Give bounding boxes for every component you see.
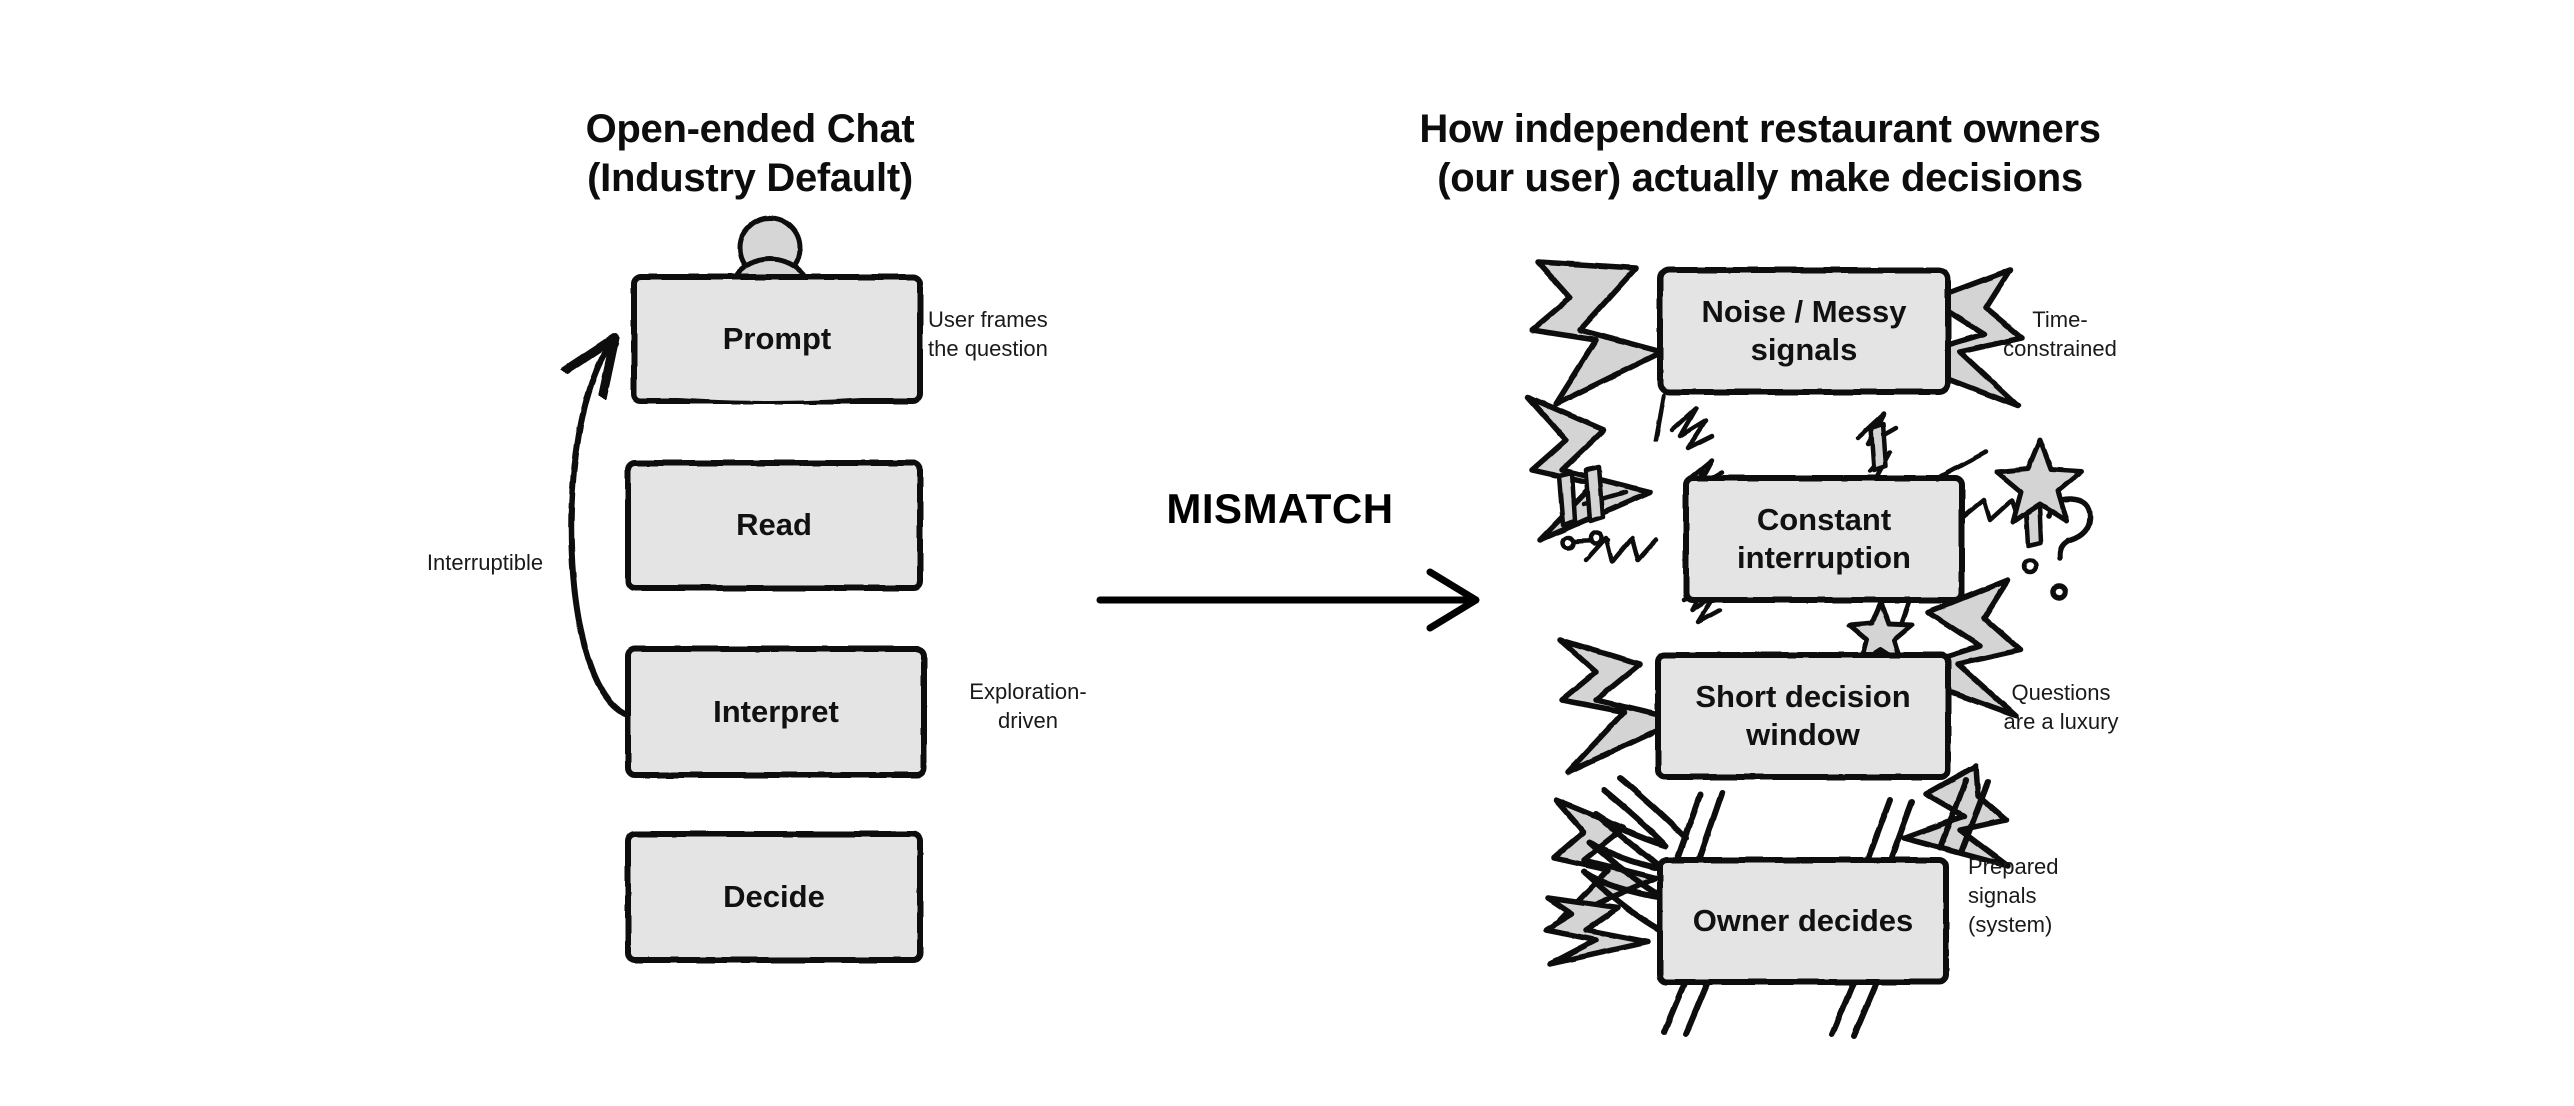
node-noise-shape: [1657, 267, 1951, 395]
user-avatar-icon: [724, 215, 816, 315]
chaos-star-marks: [1846, 437, 2085, 666]
annotation-time-constrained: Time- constrained: [2003, 307, 2117, 362]
node-owner-shape: [1657, 857, 1949, 985]
node-decide-shape: [625, 831, 923, 963]
node-label-interruption: Constant interruption: [1737, 501, 1911, 575]
chaos-scribble-cluster: [1581, 775, 1695, 933]
node-label-window: Short decision window: [1695, 678, 1911, 752]
right-panel-title: How independent restaurant owners (our u…: [1419, 107, 2101, 200]
chaos-exclamation-marks: [1556, 421, 2044, 575]
annotation-interruptible: Interruptible: [426, 550, 544, 575]
left-panel-title: Open-ended Chat (Industry Default): [585, 107, 915, 200]
node-label-decide: Decide: [723, 878, 825, 914]
node-label-owner: Owner decides: [1692, 902, 1914, 938]
annotation-user-frames: User frames the question: [928, 307, 1048, 362]
annotation-exploration-driven: Exploration- driven: [969, 679, 1087, 734]
annotation-prepared-signals: Prepared signals (system): [1968, 854, 2059, 938]
node-label-interpret: Interpret: [713, 693, 839, 729]
node-interpret-shape: [625, 646, 927, 778]
chaos-lightning-bolts: [1525, 259, 2025, 967]
chaos-question-mark: [2046, 496, 2093, 601]
node-label-prompt: Prompt: [722, 320, 832, 356]
annotation-questions-luxury: Questions are a luxury: [2003, 680, 2119, 735]
mismatch-arrow-icon: [1096, 568, 1480, 632]
node-read-shape: [625, 460, 923, 591]
interruptible-loop-arrow: [571, 345, 631, 718]
node-window-shape: [1655, 652, 1951, 780]
mismatch-label: MISMATCH: [1166, 485, 1394, 532]
chaos-speed-lines: [1661, 777, 1991, 1039]
node-label-read: Read: [736, 507, 812, 543]
node-prompt-shape: [631, 274, 923, 404]
node-interruption-shape: [1683, 475, 1965, 603]
node-label-noise: Noise / Messy signals: [1701, 293, 1907, 367]
chaos-squiggle-marks: [1561, 393, 2045, 631]
